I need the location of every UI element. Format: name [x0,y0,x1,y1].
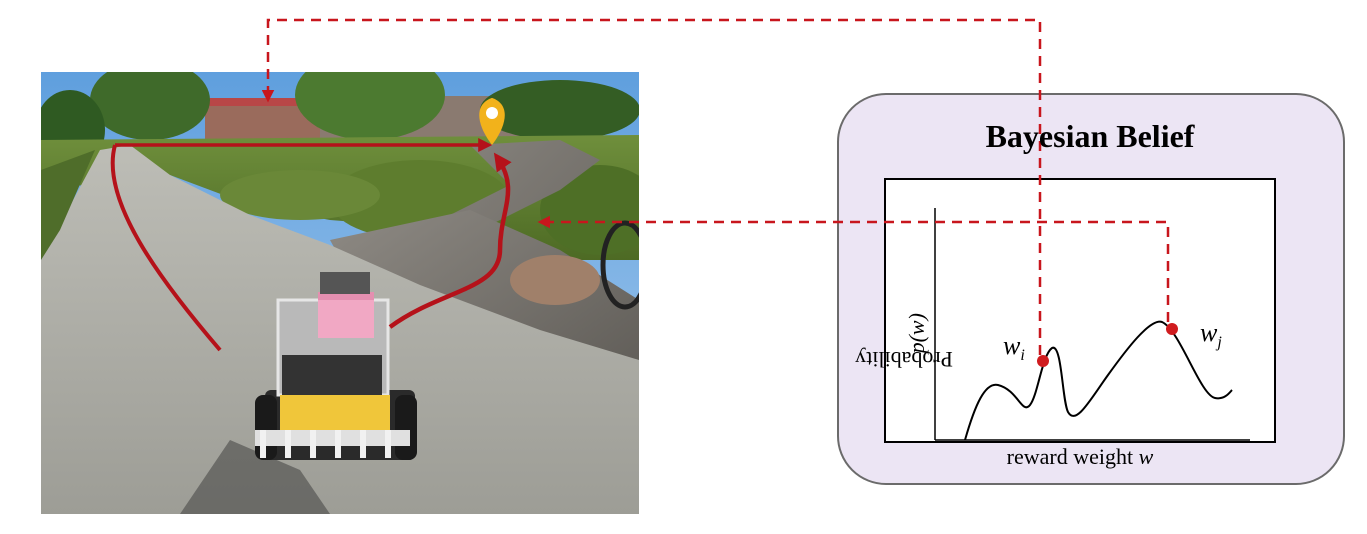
y-axis-label-text: Probability [855,346,953,372]
x-axis-label-text: reward weight [1006,444,1134,469]
robot [255,272,417,460]
label-wi-name: w [1003,331,1021,360]
location-pin-icon [479,98,505,145]
label-wi: wi [1003,331,1025,365]
belief-curve [964,320,1233,441]
arrow-wj-to-photo-right [537,215,1170,322]
arrow-wi-to-photo-top [261,18,1042,355]
x-axis-symbol: w [1138,444,1154,469]
plot-frame [884,178,1276,443]
y-axis-label-inner: Probability p(w) [855,313,953,372]
trajectory-left [110,144,222,352]
point-wi [1037,355,1049,367]
belief-title: Bayesian Belief [985,118,1195,154]
point-wj [1166,323,1178,335]
x-axis-label: reward weight w [885,444,1275,470]
label-wi-sub: i [1020,347,1025,365]
label-wj-name: w [1200,318,1218,347]
label-wj: wj [1200,318,1222,352]
label-wj-sub: j [1217,334,1222,352]
trajectory-right [388,152,512,329]
robot-photo [41,72,639,514]
